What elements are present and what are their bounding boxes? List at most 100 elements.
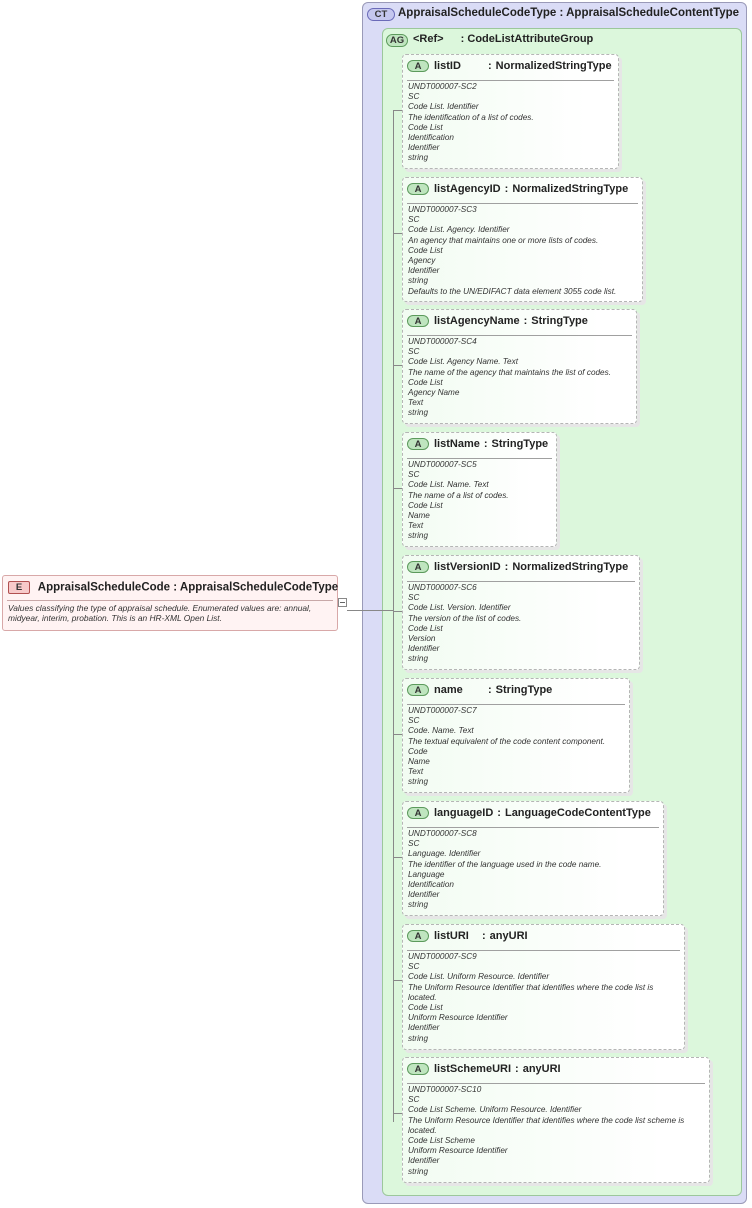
complex-type-badge: CT	[367, 8, 395, 21]
attribute-badge: A	[407, 60, 429, 73]
doc-line: UNDT000007-SC7	[408, 706, 477, 715]
doc-line: Identifier	[408, 644, 440, 654]
doc-line: Code List. Agency Name. Text	[408, 357, 518, 367]
attribute-name: listAgencyName	[434, 315, 520, 327]
doc-line: Version	[408, 634, 436, 644]
element-type: AppraisalScheduleCodeType	[179, 581, 339, 594]
doc-line: string	[408, 153, 429, 163]
doc-line: The Uniform Resource Identifier that ide…	[408, 982, 654, 1002]
element-name: AppraisalScheduleCode	[37, 581, 171, 594]
attribute-sep: :	[515, 1063, 519, 1075]
doc-line: UNDT000007-SC4	[408, 337, 477, 346]
doc-line: UNDT000007-SC8	[408, 829, 477, 838]
attribute-sep: :	[482, 930, 486, 942]
attribute-badge: A	[407, 930, 429, 943]
attribute-sep: :	[523, 315, 528, 327]
doc-line: Code List	[408, 500, 443, 510]
doc-line: SC	[408, 593, 420, 603]
attribute-name: languageID	[434, 807, 494, 819]
attribute-sep: :	[483, 438, 488, 450]
attribute-group-name: <Ref>	[413, 33, 444, 45]
element-documentation: Values classifying the type of appraisal…	[8, 603, 312, 624]
attribute-connector	[393, 488, 402, 489]
doc-line: Uniform Resource Identifier	[408, 1013, 508, 1023]
doc-line: UNDT000007-SC2	[408, 82, 477, 91]
element-divider	[7, 600, 333, 601]
attribute-connector	[393, 611, 402, 612]
doc-line: string	[408, 654, 429, 664]
doc-line: UNDT000007-SC10	[408, 1085, 482, 1094]
doc-line: SC	[408, 962, 420, 972]
doc-line: Agency Name	[408, 388, 460, 398]
attribute-group-sep: :	[460, 33, 465, 45]
attribute-name: listVersionID	[434, 561, 501, 573]
attribute-divider	[407, 203, 638, 204]
attribute-name: listName	[434, 438, 480, 450]
attribute-type: StringType	[491, 438, 549, 450]
doc-line: Code	[408, 746, 428, 756]
doc-line: string	[408, 1033, 429, 1043]
complex-type-title[interactable]: AppraisalScheduleCodeType : AppraisalSch…	[398, 7, 739, 19]
doc-line: string	[408, 276, 429, 286]
doc-line: An agency that maintains one or more lis…	[408, 235, 599, 245]
doc-line: UNDT000007-SC9	[408, 952, 477, 961]
doc-line: UNDT000007-SC6	[408, 583, 477, 592]
doc-line: Code List. Identifier	[408, 102, 479, 112]
attribute-divider	[407, 704, 625, 705]
attribute-divider	[407, 581, 635, 582]
attribute-divider	[407, 458, 552, 459]
doc-line: The identifier of the language used in t…	[408, 859, 602, 869]
doc-line: SC	[408, 470, 420, 480]
doc-line: string	[408, 408, 429, 418]
element-connector-inner	[362, 610, 393, 611]
doc-line: Identifier	[408, 143, 440, 153]
doc-line: The name of a list of codes.	[408, 490, 509, 500]
attribute-name: listURI	[434, 930, 469, 942]
attribute-sep: :	[504, 183, 509, 195]
attribute-connector	[393, 233, 402, 234]
doc-line: Language	[408, 869, 445, 879]
doc-line: The name of the agency that maintains th…	[408, 367, 611, 377]
attribute-type: NormalizedStringType	[512, 183, 629, 195]
attribute-badge: A	[407, 561, 429, 574]
expand-toggle[interactable]	[338, 598, 347, 607]
doc-line: SC	[408, 215, 420, 225]
attribute-name: listSchemeURI	[434, 1063, 512, 1075]
doc-line: UNDT000007-SC5	[408, 460, 477, 469]
doc-line: SC	[408, 839, 420, 849]
doc-line: Text	[408, 521, 424, 531]
attribute-connector	[393, 980, 402, 981]
attribute-group-type: CodeListAttributeGroup	[467, 33, 594, 45]
root-element[interactable]: E AppraisalScheduleCode : AppraisalSched…	[2, 575, 338, 631]
doc-line: The textual equivalent of the code conte…	[408, 736, 606, 746]
attribute-divider	[407, 1083, 705, 1084]
attribute-group-title[interactable]: <Ref> : CodeListAttributeGroup	[413, 33, 593, 45]
complex-type-base: AppraisalScheduleContentType	[566, 7, 740, 19]
doc-line: Code List. Name. Text	[408, 480, 489, 490]
doc-line: Text	[408, 398, 424, 408]
doc-line: The identification of a list of codes.	[408, 112, 534, 122]
doc-line: Code List. Version. Identifier	[408, 603, 511, 613]
attribute-connector	[393, 857, 402, 858]
doc-line: Code List. Uniform Resource. Identifier	[408, 972, 550, 982]
attribute-type: StringType	[495, 684, 553, 696]
doc-line: SC	[408, 1095, 420, 1105]
doc-line: Code List	[408, 377, 443, 387]
